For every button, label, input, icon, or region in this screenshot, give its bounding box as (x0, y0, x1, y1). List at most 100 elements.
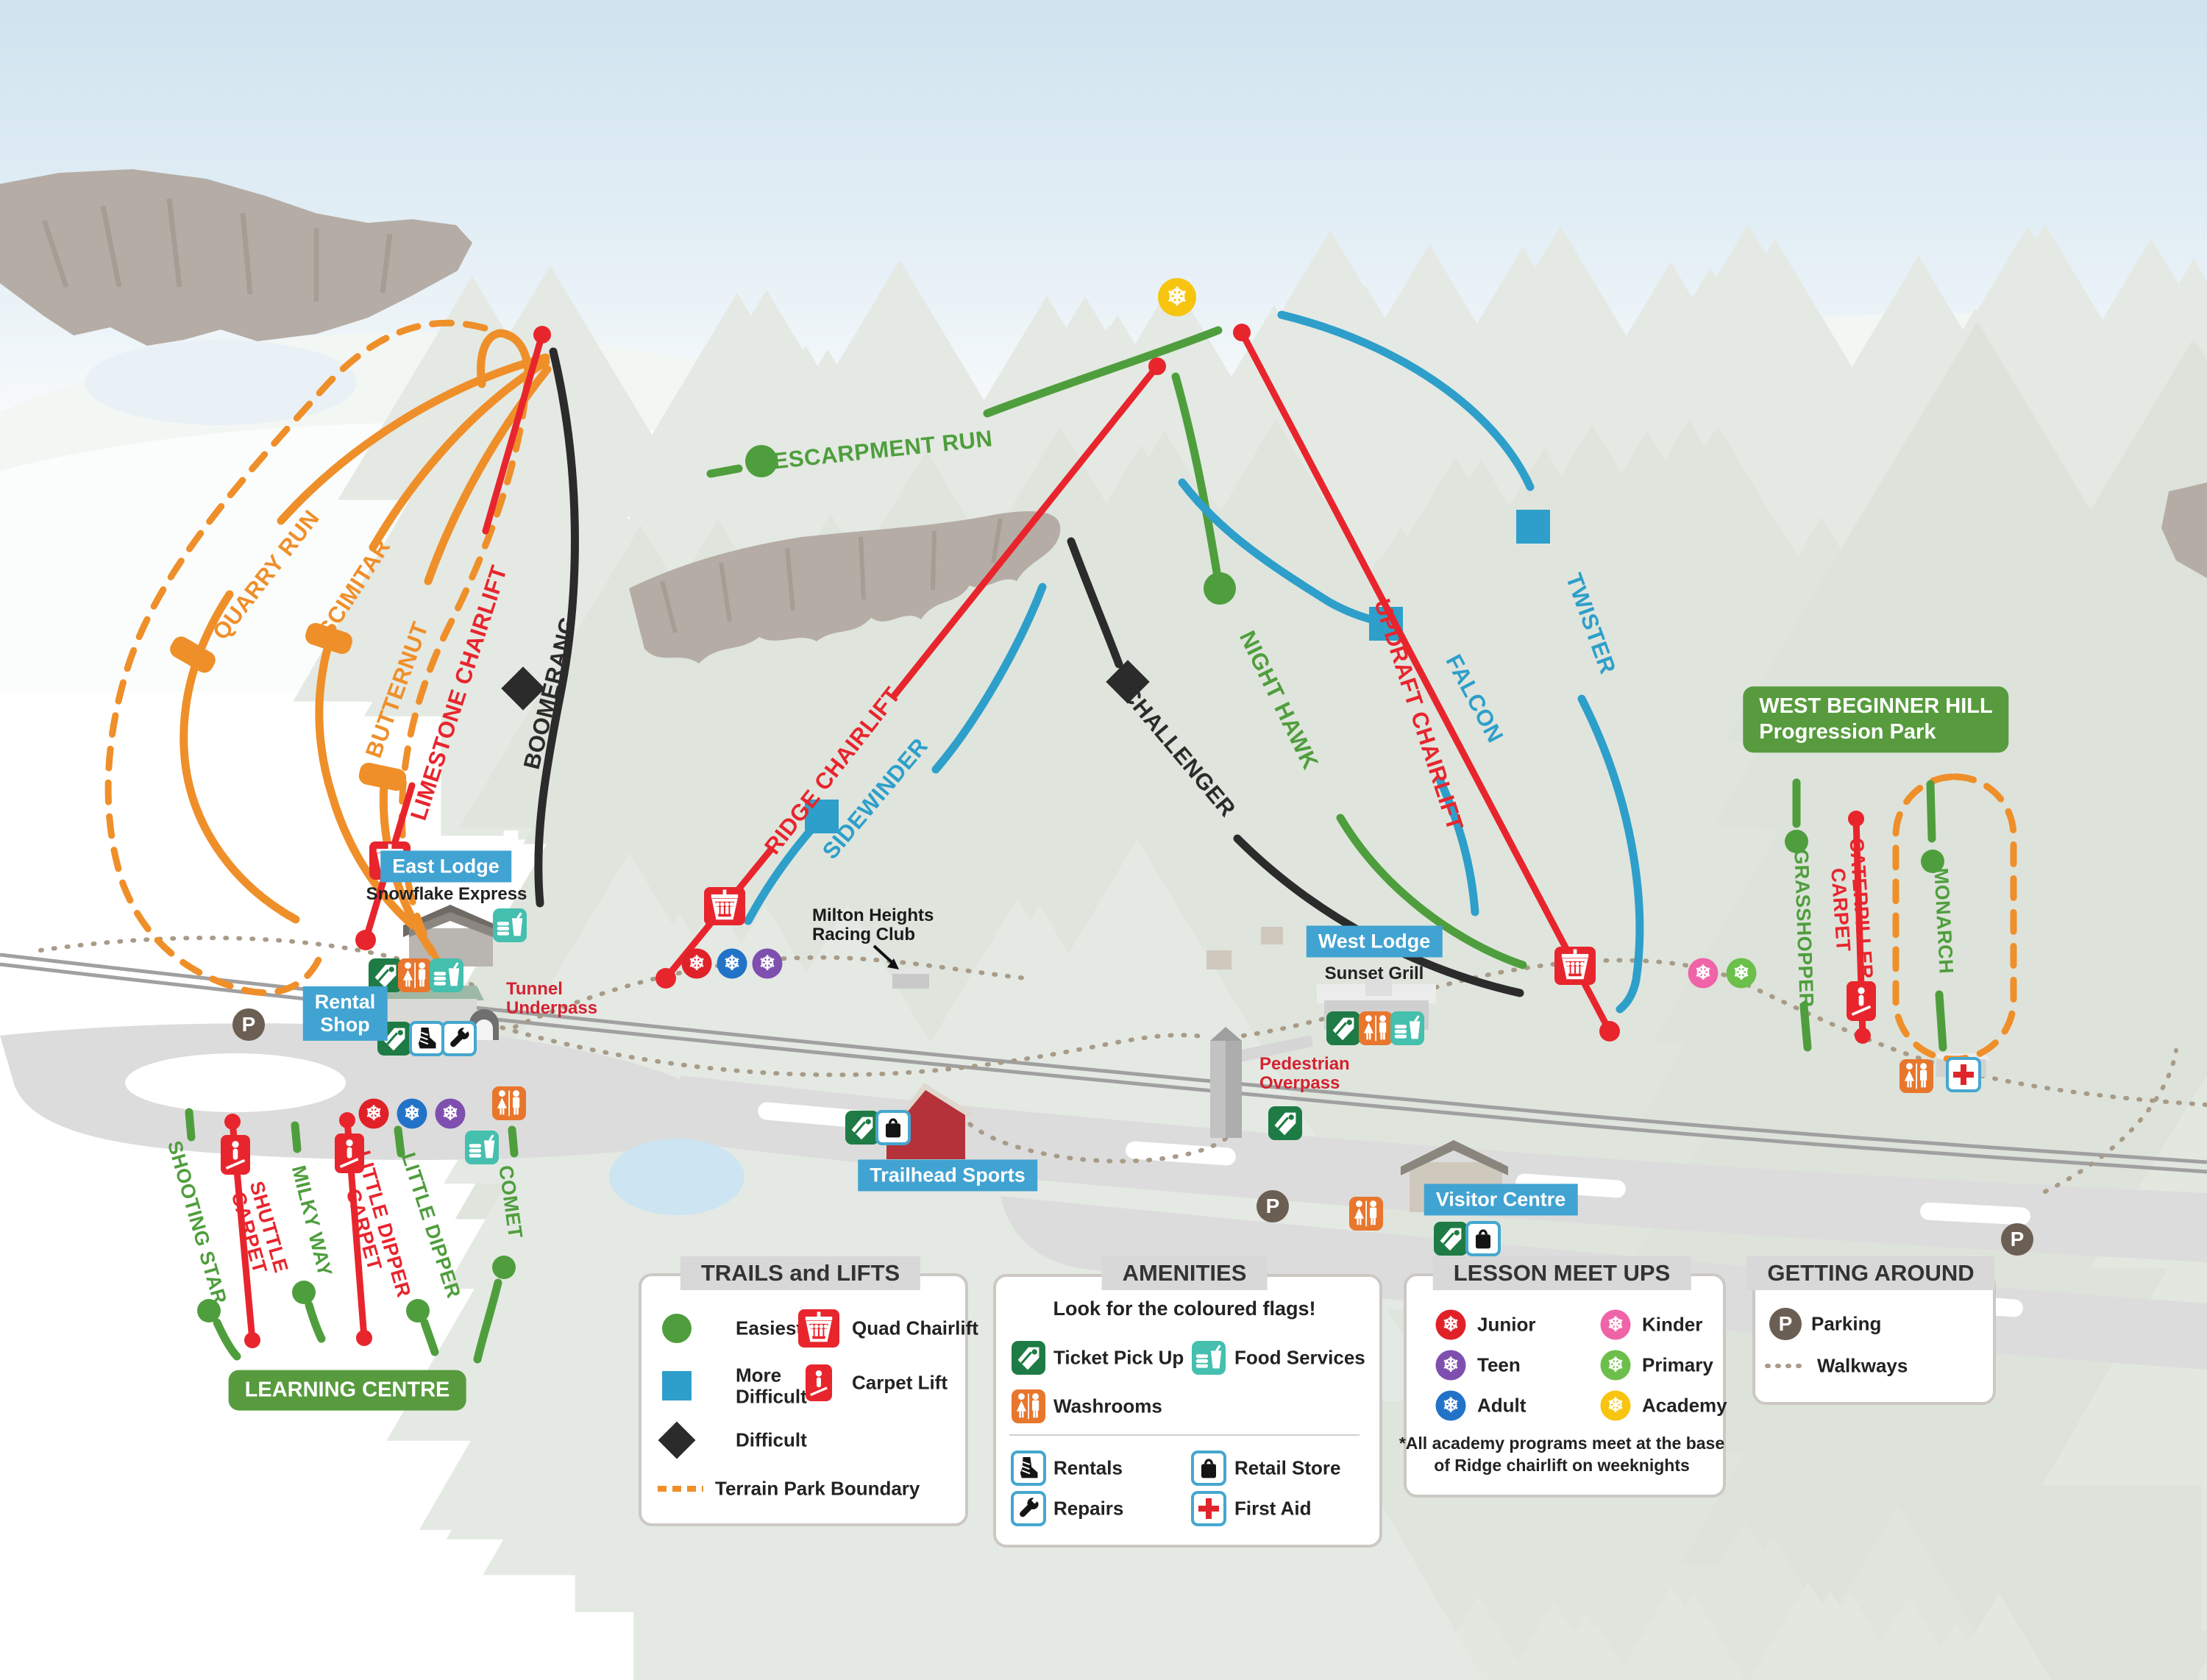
retail-icon (1465, 1221, 1501, 1256)
teen-meetup-icon: ❄ (752, 948, 783, 979)
quad-chairlift-icon (704, 887, 745, 925)
sunset-grill-label: Sunset Grill (1324, 964, 1424, 983)
washrooms-icon (1012, 1389, 1045, 1423)
terrain-park-boundary-icon (658, 1486, 703, 1492)
parking-icon: P (1257, 1190, 1289, 1222)
ticket-icon (1326, 1011, 1360, 1045)
legend-getting-around-box (1752, 1273, 1996, 1405)
trailhead-sports-plate: Trailhead Sports (858, 1159, 1037, 1192)
junior-meetup-icon: ❄ (358, 1098, 389, 1129)
ticket-icon (1434, 1222, 1468, 1256)
learning-centre-plate: LEARNING CENTRE (228, 1370, 466, 1411)
washrooms-icon (1899, 1059, 1933, 1093)
tunnel-underpass-label: Tunnel Underpass (506, 979, 598, 1019)
ticket-label: Ticket Pick Up (1053, 1346, 1184, 1369)
parking-icon: P (232, 1008, 265, 1041)
carpet-lift-icon (221, 1135, 250, 1175)
retail-label: Retail Store (1234, 1456, 1341, 1479)
amenities-subtitle: Look for the coloured flags! (1053, 1298, 1316, 1320)
terrain-trail-markers (170, 622, 407, 791)
first-aid-icon (1946, 1057, 1981, 1092)
food-icon (1390, 1011, 1424, 1045)
washrooms-icon (492, 1086, 526, 1120)
easiest-label: Easiest (736, 1317, 803, 1339)
west-lodge-plate: West Lodge (1306, 925, 1443, 958)
washrooms-icon (1349, 1197, 1383, 1231)
kinder-meetup-icon: ❄ (1600, 1309, 1631, 1340)
easiest-trail-markers (197, 445, 1944, 1323)
visitor-centre-plate: Visitor Centre (1424, 1184, 1578, 1216)
food-icon (1192, 1341, 1226, 1375)
quad-chairlift-icon (1554, 947, 1596, 985)
legend-amenities-title: AMENITIES (1101, 1256, 1268, 1290)
adult-meetup-icon: ❄ (1435, 1390, 1466, 1421)
retail-icon (1191, 1451, 1226, 1486)
chairlift-terminals (224, 324, 1871, 1348)
junior-meetup-icon: ❄ (681, 948, 712, 979)
repairs-label: Repairs (1053, 1497, 1124, 1520)
milton-heights-label: Milton Heights Racing Club (812, 905, 934, 945)
adult-meetup-icon: ❄ (397, 1098, 427, 1129)
junior-meetup-icon: ❄ (1435, 1309, 1466, 1340)
food-icon (430, 958, 463, 992)
adult-label: Adult (1477, 1394, 1527, 1417)
repairs-icon (1011, 1491, 1046, 1526)
trail-lines-easiest (185, 326, 1947, 1364)
teen-label: Teen (1477, 1353, 1521, 1376)
primary-meetup-icon: ❄ (1726, 958, 1757, 989)
academy-label: Academy (1642, 1394, 1727, 1417)
west-beginner-hill-plate: WEST BEGINNER HILL Progression Park (1743, 686, 2009, 752)
food-label: Food Services (1234, 1346, 1365, 1369)
walkways-icon (1765, 1364, 1810, 1368)
legend-lessons-title: LESSON MEET UPS (1432, 1256, 1691, 1290)
primary-label: Primary (1642, 1353, 1713, 1376)
trail-lines-more-difficult (744, 310, 1644, 1014)
ticket-icon (1012, 1341, 1045, 1375)
parking-icon: P (2001, 1223, 2033, 1256)
pond (609, 1139, 744, 1215)
carpet-lift-icon (806, 1364, 832, 1401)
escarpment-cliffs (0, 169, 2207, 663)
rentals-icon (1011, 1451, 1046, 1486)
pointer-arrow (873, 944, 899, 969)
rentals-label: Rentals (1053, 1456, 1123, 1479)
quad-chairlift-label: Quad Chairlift (852, 1317, 978, 1339)
quad-chairlift-icon (798, 1309, 839, 1348)
legend-amenities-box (993, 1274, 1382, 1548)
terrain-park-boundary-label: Terrain Park Boundary (715, 1477, 920, 1500)
adult-meetup-icon: ❄ (717, 948, 747, 979)
teen-meetup-icon: ❄ (1435, 1350, 1466, 1381)
ticket-icon (845, 1111, 879, 1145)
carpet-lift-label: Carpet Lift (852, 1371, 948, 1394)
retail-icon (875, 1110, 911, 1145)
carpet-lift-icon (1847, 981, 1876, 1021)
washrooms-label: Washrooms (1053, 1395, 1162, 1417)
kinder-label: Kinder (1642, 1313, 1703, 1336)
washrooms-icon (1359, 1011, 1393, 1045)
first-aid-label: First Aid (1234, 1497, 1312, 1520)
easiest-icon (662, 1314, 692, 1343)
more-difficult-icon (662, 1371, 692, 1400)
first-aid-icon (1191, 1491, 1226, 1526)
ticket-icon (1268, 1106, 1302, 1140)
legend-getting-around-title: GETTING AROUND (1746, 1256, 1995, 1290)
teen-meetup-icon: ❄ (435, 1098, 466, 1129)
east-lodge-plate: East Lodge (380, 850, 511, 883)
amenities-divider (1009, 1434, 1360, 1436)
academy-meetup-icon: ❄ (1158, 278, 1196, 316)
academy-footnote: *All academy programs meet at the base o… (1399, 1434, 1725, 1475)
legend-trails-title: TRAILS and LIFTS (680, 1256, 921, 1290)
primary-meetup-icon: ❄ (1600, 1350, 1631, 1381)
difficult-label: Difficult (736, 1428, 807, 1451)
kinder-meetup-icon: ❄ (1688, 958, 1719, 989)
food-icon (493, 908, 527, 942)
more-difficult-label: More Difficult (736, 1364, 807, 1407)
parking-label: Parking (1811, 1312, 1882, 1335)
washrooms-icon (398, 958, 432, 992)
rentals-icon (409, 1021, 444, 1056)
rental-shop-plate: Rental Shop (302, 986, 388, 1042)
snowflake-express-label: Snowflake Express (366, 884, 527, 904)
junior-label: Junior (1477, 1313, 1536, 1336)
